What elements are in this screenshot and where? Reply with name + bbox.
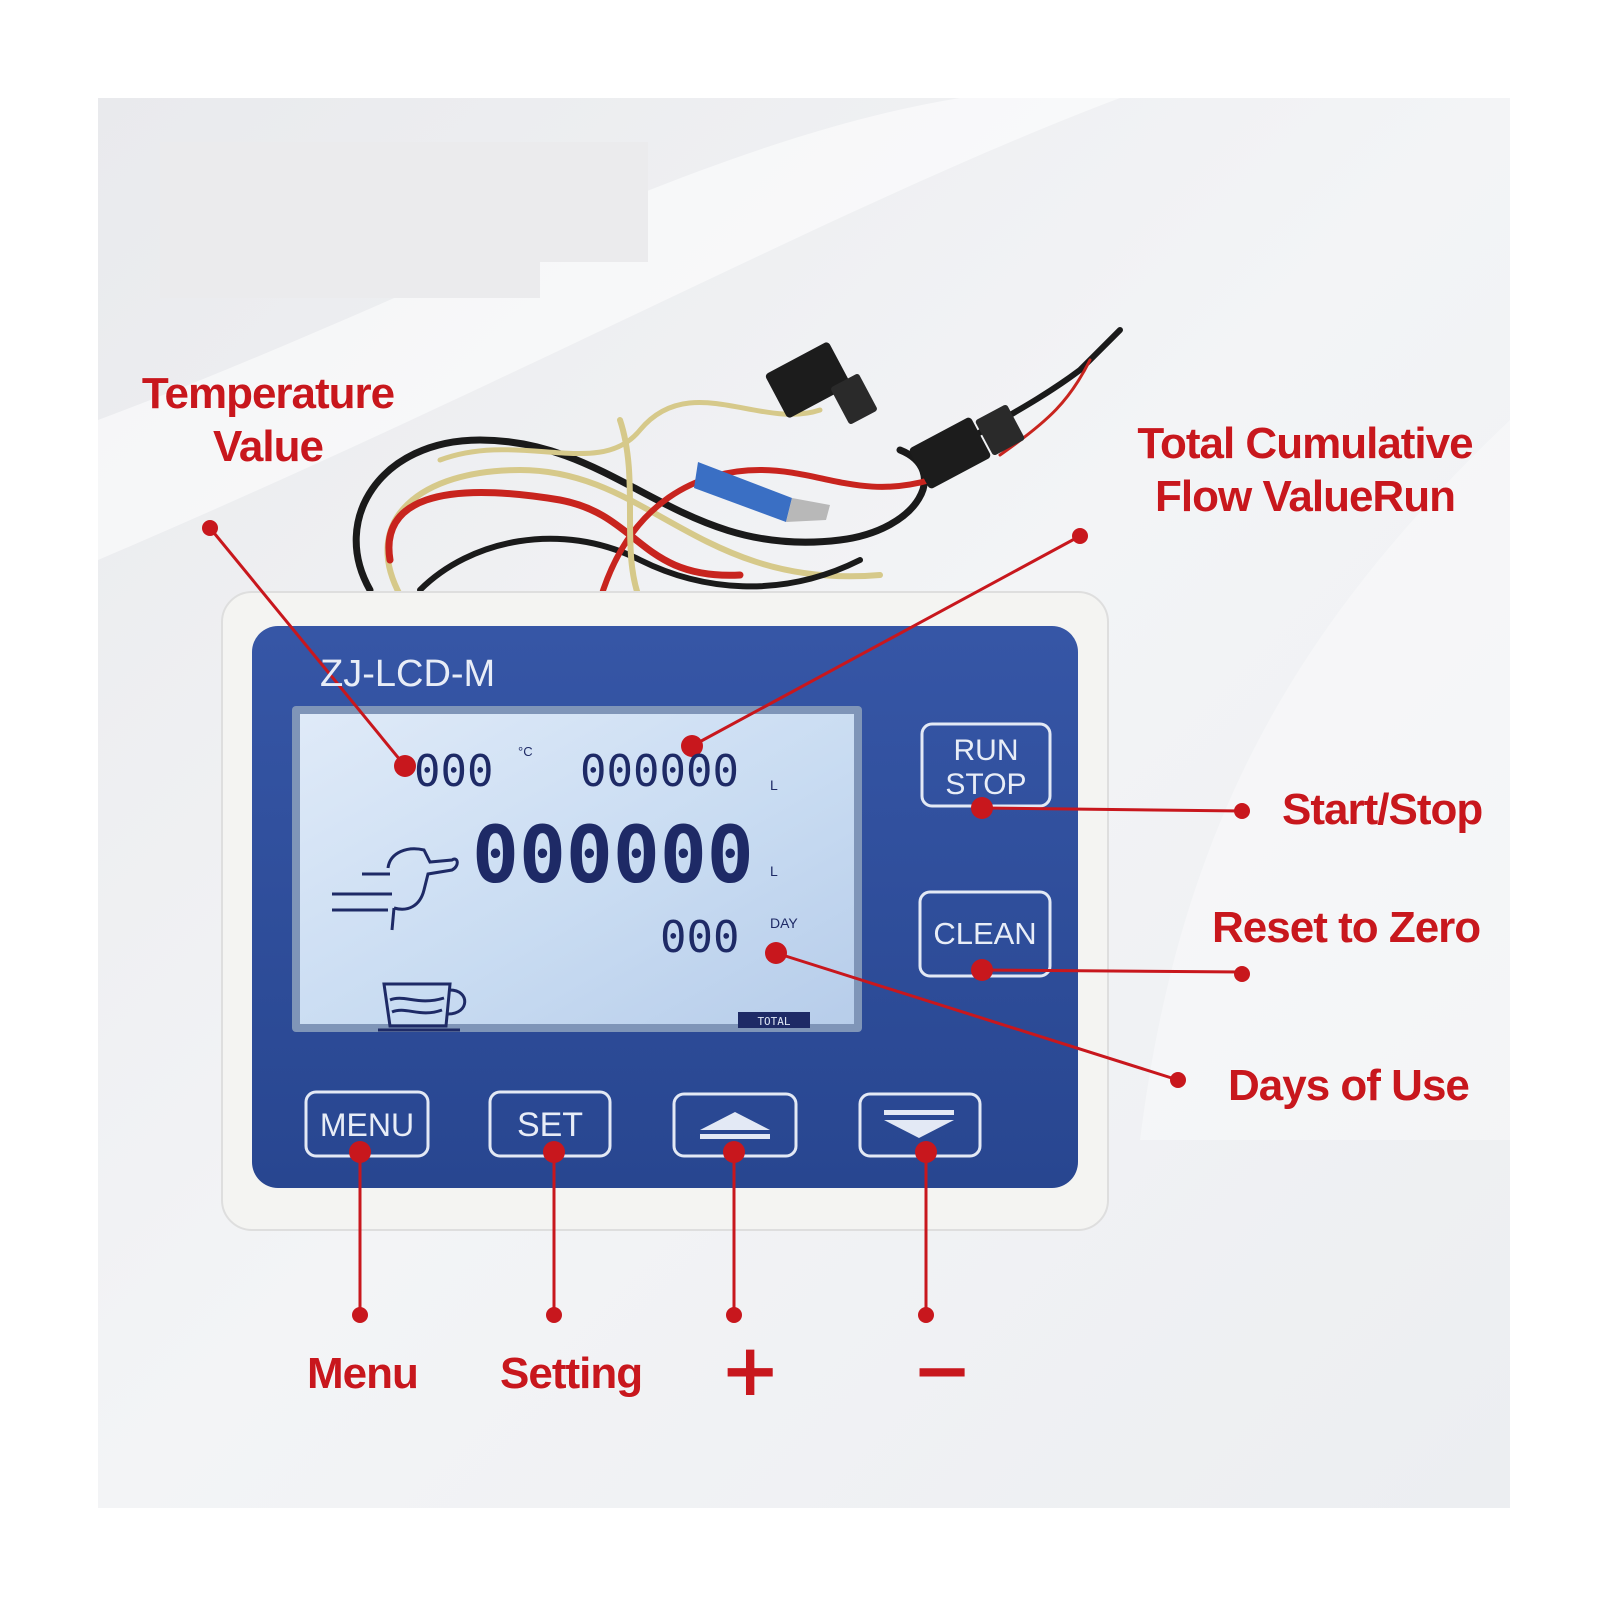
callout-plus: + [720, 1328, 781, 1412]
lcd-days-unit: DAY [770, 915, 798, 931]
run-button-label: RUN [954, 734, 1019, 767]
callout-start-stop: Start/Stop [1282, 785, 1483, 834]
total-badge-bg [738, 1012, 810, 1028]
menu-button-label: MENU [320, 1107, 414, 1143]
redacted-label [160, 236, 540, 298]
callout-lines [208, 527, 1243, 1315]
lcd-flow: 000000 [472, 811, 754, 901]
lcd-temperature-unit: °C [518, 744, 533, 759]
lcd-cumulative: 000000 [580, 746, 739, 797]
callout-temperature-line1: Temperature [141, 369, 395, 418]
lcd-total-badge: TOTAL [757, 1015, 790, 1028]
arrow-glyphs [700, 1110, 954, 1139]
callout-cumulative-line1: Total Cumulative [1137, 419, 1473, 468]
model-label: ZJ-LCD-M [320, 653, 495, 695]
cup-icon [378, 982, 467, 1032]
callout-minus: − [912, 1328, 973, 1412]
up-arrow-icon [700, 1112, 770, 1130]
lcd-cumulative-unit: L [770, 777, 778, 793]
callout-cumulative-line2: Flow ValueRun [1155, 471, 1456, 521]
set-button-label: SET [517, 1106, 583, 1144]
background-sweep [1140, 420, 1510, 1140]
callout-temperature-line2: Value [213, 421, 324, 471]
callout-days: Days of Use [1228, 1061, 1470, 1110]
lcd-days: 000 [660, 912, 739, 963]
lcd-screen [300, 714, 854, 1024]
down-arrow-icon [884, 1120, 954, 1138]
callout-dots [202, 520, 1250, 1323]
lcd-flow-unit: L [770, 863, 778, 879]
callout-menu: Menu [307, 1349, 419, 1398]
clean-button-label: CLEAN [933, 916, 1036, 951]
callout-temperature: Temperature Value [138, 368, 398, 474]
lcd-temperature: 000 [414, 746, 493, 797]
background-sweep [98, 98, 1120, 560]
callout-setting: Setting [500, 1349, 643, 1398]
cable-bundle [352, 327, 1123, 603]
stop-button-label: STOP [945, 768, 1026, 801]
faucet-icon [332, 847, 459, 931]
callout-cumulative: Total Cumulative Flow ValueRun [1130, 418, 1480, 524]
callout-reset: Reset to Zero [1212, 903, 1481, 952]
cable-connectors [694, 342, 1025, 522]
